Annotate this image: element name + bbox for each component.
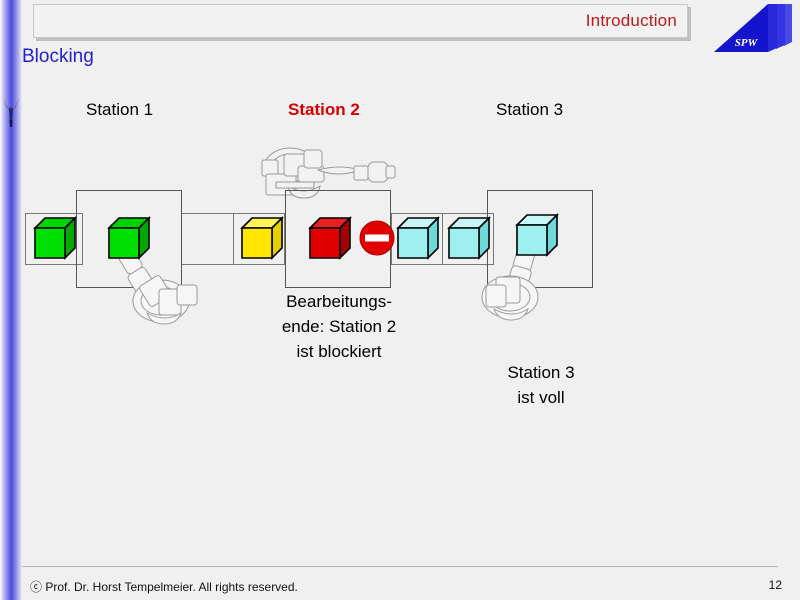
- part-red: [308, 216, 352, 260]
- station-2-caption-line-2: ende: Station 2: [281, 317, 397, 336]
- station-3-caption-line-1: Station 3: [507, 363, 575, 382]
- station-2-caption-line-3: ist blockiert: [296, 342, 382, 361]
- station-2-label: Station 2: [288, 100, 360, 119]
- page-title: Blocking: [22, 46, 94, 67]
- part-yellow: [240, 216, 284, 260]
- part-green-1: [33, 216, 77, 260]
- station-2-caption-line-1: Bearbeitungs-: [286, 292, 392, 311]
- robot-arm-station-2: [261, 147, 396, 199]
- footer-page-number: 12: [768, 578, 782, 592]
- part-cyan-1: [396, 216, 440, 260]
- header-title: Introduction: [585, 11, 677, 30]
- footer-copyright: ⓒ Prof. Dr. Horst Tempelmeier. All right…: [30, 580, 298, 594]
- robot-arm-station-1: [110, 223, 198, 325]
- spw-logo-text: SPW: [735, 37, 759, 49]
- part-cyan-3: [515, 213, 559, 257]
- part-green-2: [107, 216, 151, 260]
- conveyor-cell-empty: [182, 213, 234, 265]
- conveyor-cell-out-2: [442, 213, 494, 265]
- robot-arm-station-3: [481, 216, 547, 321]
- station-2-caption: Bearbeitungs- ende: Station 2 ist blocki…: [253, 289, 425, 364]
- blocking-diagram: Station 1 Station 2 Station 3: [0, 85, 800, 525]
- no-entry-icon: [359, 220, 395, 256]
- footer-divider: [22, 566, 778, 567]
- spw-triangle-logo: SPW: [714, 4, 792, 52]
- left-decorative-strip: [0, 0, 22, 600]
- conveyor-cell-in: [25, 213, 83, 265]
- part-cyan-2: [447, 216, 491, 260]
- station-3-caption-line-2: ist voll: [517, 388, 565, 407]
- station-3-caption: Station 3 ist voll: [455, 360, 627, 410]
- station-3-label: Station 3: [496, 100, 564, 119]
- butterfly-icon: [3, 98, 19, 127]
- header-plate: Introduction: [33, 4, 688, 38]
- conveyor-cell-mid: [233, 213, 285, 265]
- station-1-label: Station 1: [86, 100, 154, 119]
- station-1-box: [76, 190, 182, 288]
